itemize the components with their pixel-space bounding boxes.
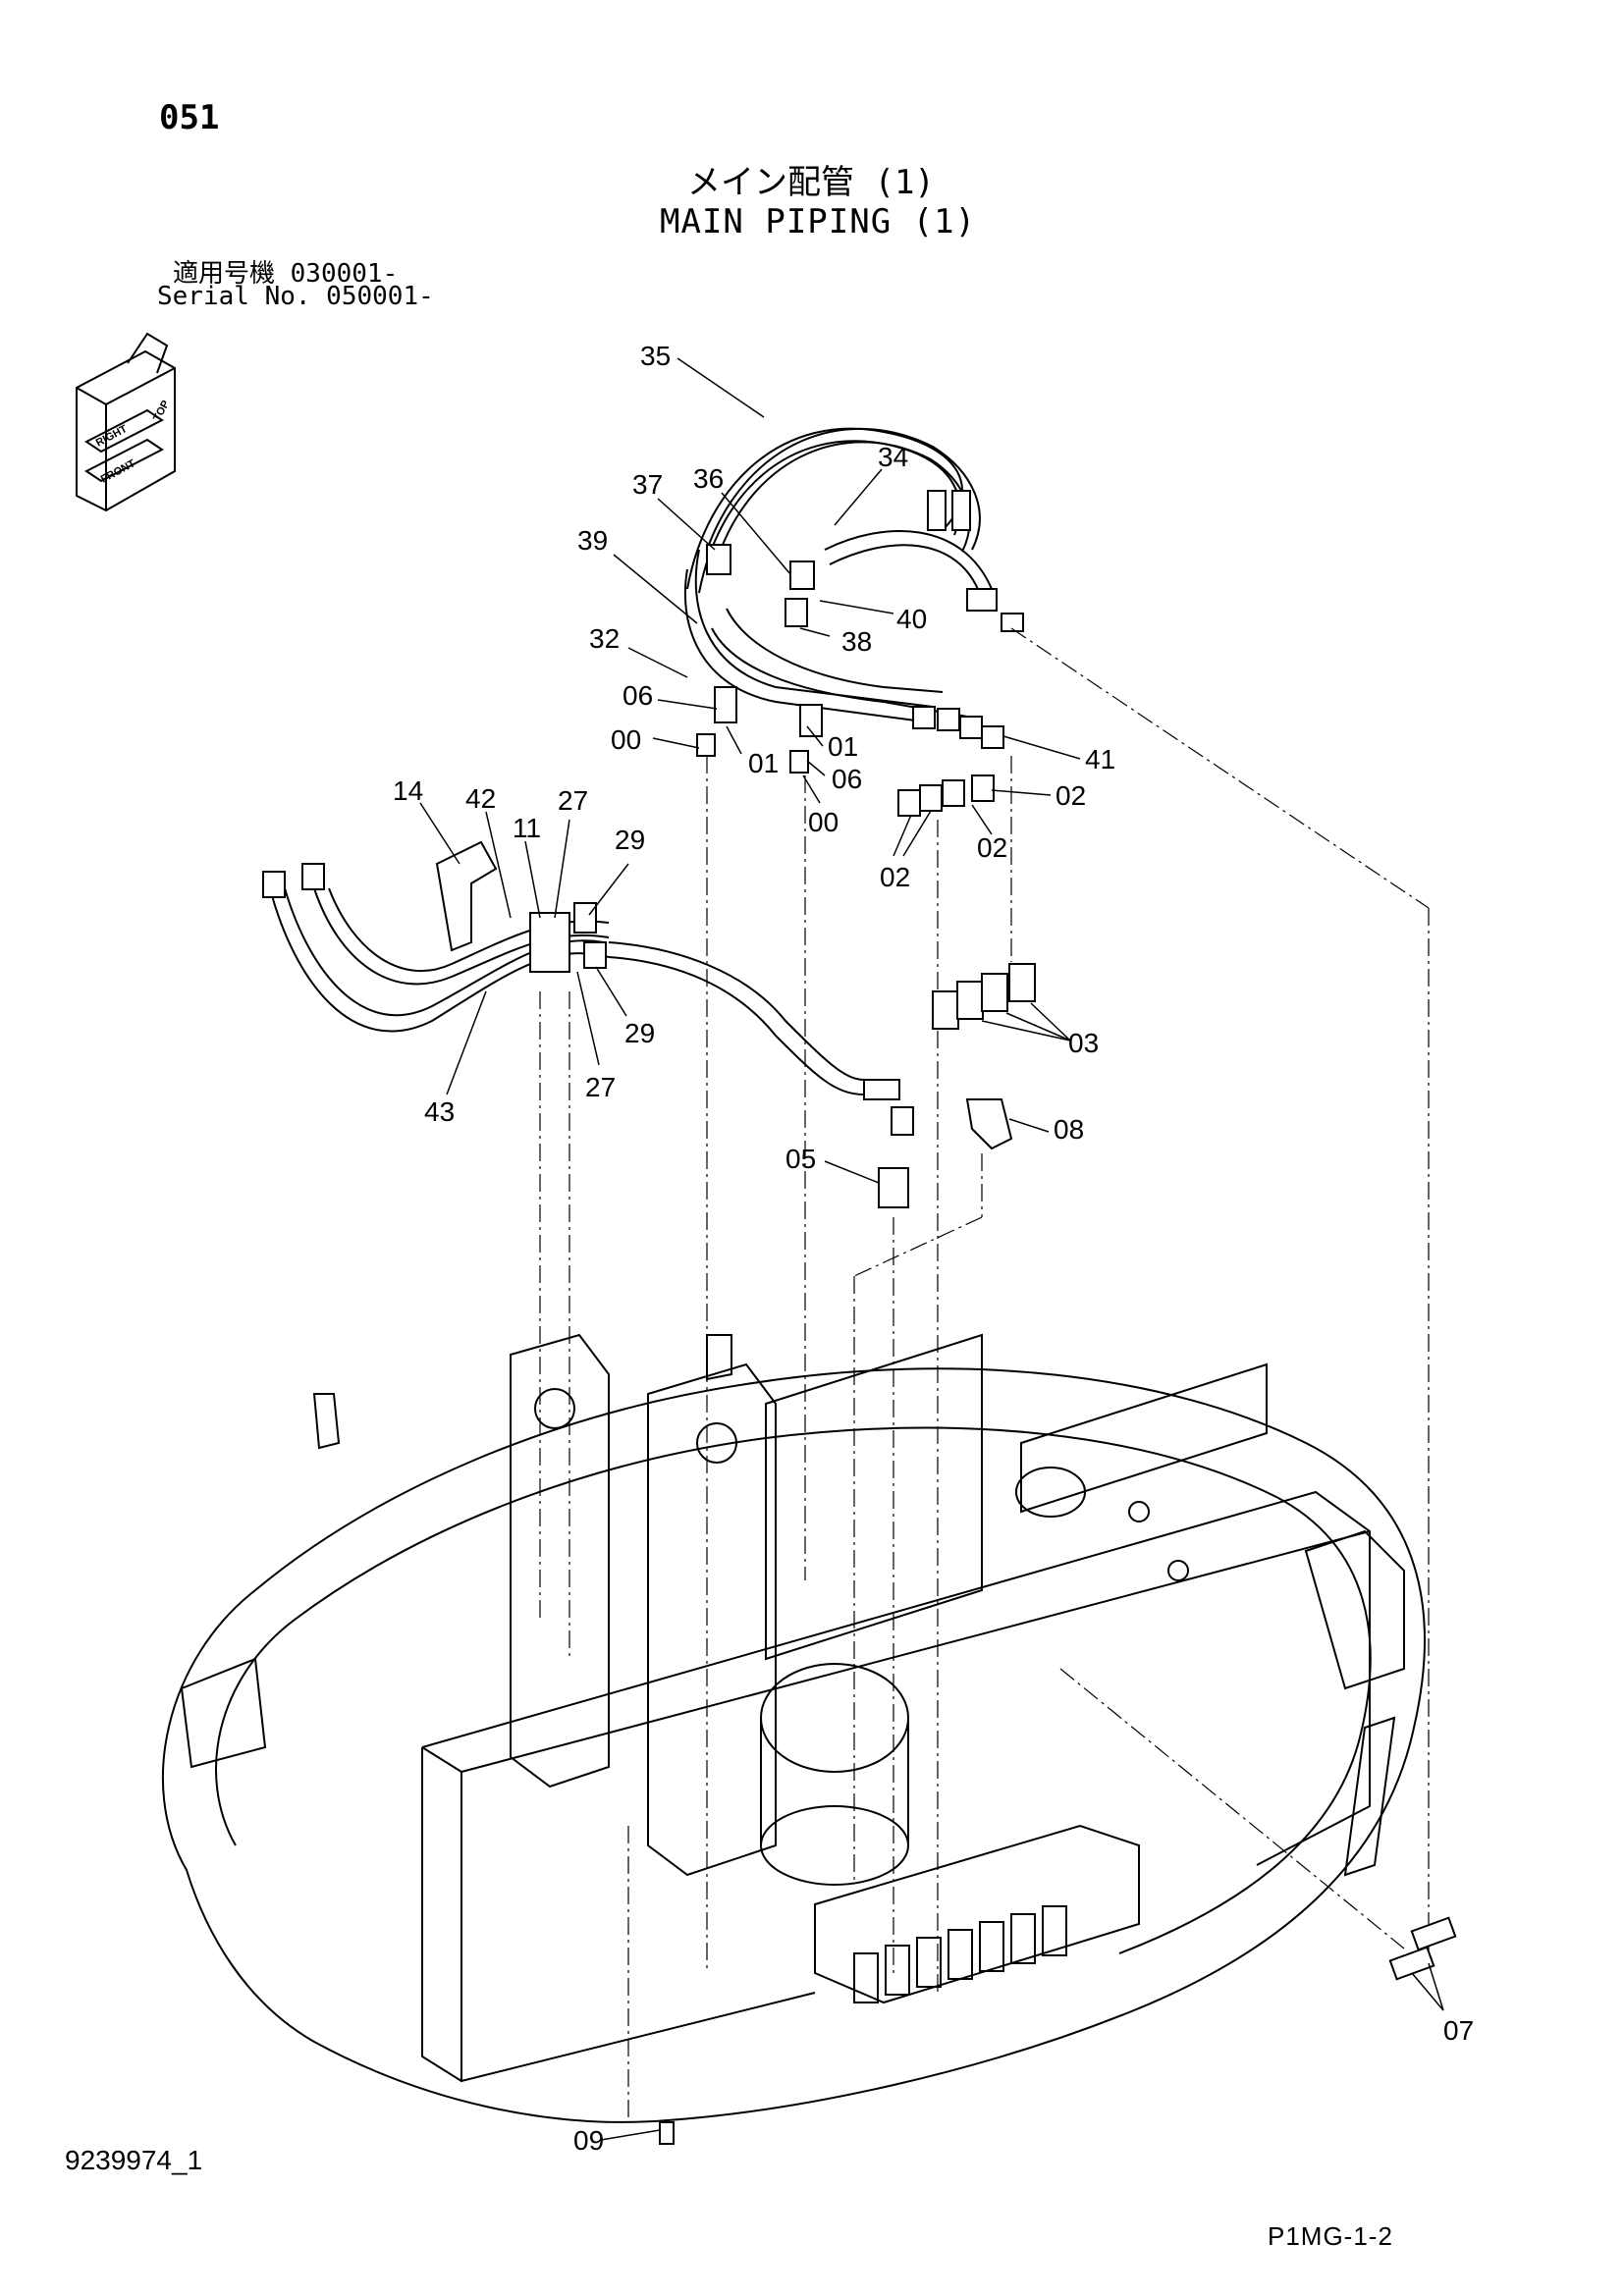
callout-43: 43 — [424, 1096, 455, 1127]
title-english: MAIN PIPING (1) — [660, 202, 977, 241]
serial-range-japanese: 適用号機 030001- — [173, 259, 399, 289]
elbow-fitting-08 — [965, 1098, 1013, 1150]
callout-leader-lines — [419, 357, 1444, 2141]
serial-range-english: Serial No. 050001- — [157, 282, 434, 311]
control-valve-spools — [853, 1905, 1067, 2003]
callout-01-left: 01 — [748, 748, 779, 778]
title-japanese: メイン配管 (1) — [687, 163, 935, 202]
callout-27-bottom: 27 — [585, 1072, 616, 1102]
lower-hose-assembly — [262, 840, 914, 1136]
callout-40: 40 — [896, 604, 927, 634]
callout-00-left: 00 — [611, 724, 641, 755]
callout-02-b: 02 — [977, 832, 1007, 863]
upper-frame-drawing — [161, 1333, 1426, 2123]
callout-32: 32 — [589, 623, 620, 654]
page-number: 051 — [159, 98, 220, 137]
callout-37: 37 — [632, 469, 663, 500]
callout-14: 14 — [393, 775, 423, 806]
fitting-pair-07 — [1388, 1916, 1457, 1981]
callout-08: 08 — [1054, 1114, 1084, 1145]
callout-09: 09 — [573, 2125, 604, 2156]
fitting-05 — [878, 1167, 909, 1208]
manifold-hose-group — [683, 544, 1004, 817]
callout-41: 41 — [1085, 744, 1115, 774]
callout-29-bottom: 29 — [624, 1018, 655, 1048]
callout-38: 38 — [841, 626, 872, 657]
callout-06-right: 06 — [832, 764, 862, 794]
callout-39: 39 — [577, 525, 608, 556]
callout-02-c: 02 — [880, 862, 910, 892]
callout-00-right: 00 — [808, 807, 839, 837]
orientation-cube-icon: TOP RIGHT FRONT — [76, 332, 176, 512]
callout-03: 03 — [1068, 1028, 1099, 1058]
callout-labels: 35 34 37 36 39 40 38 32 06 00 01 01 06 0… — [393, 341, 1474, 2156]
callout-11: 11 — [513, 813, 541, 843]
orientation-label-top: TOP — [151, 399, 172, 423]
callout-02-a: 02 — [1056, 780, 1086, 811]
callout-36: 36 — [693, 463, 724, 494]
callout-35: 35 — [640, 341, 671, 371]
callout-34: 34 — [878, 442, 908, 472]
sheet-code: P1MG-1-2 — [1268, 2221, 1393, 2251]
callout-07: 07 — [1443, 2015, 1474, 2046]
fitting-group-03 — [932, 963, 1036, 1030]
assembly-phantom-lines — [539, 627, 1430, 2120]
drawing-number: 9239974_1 — [65, 2145, 203, 2175]
callout-06-left: 06 — [623, 680, 653, 711]
callout-29-top: 29 — [615, 825, 645, 855]
callout-42: 42 — [465, 783, 496, 814]
callout-27-top: 27 — [558, 785, 588, 816]
callout-01-right: 01 — [828, 731, 858, 762]
bolt-09 — [659, 2121, 675, 2145]
upper-hose-assembly — [686, 427, 1024, 632]
callout-05: 05 — [785, 1144, 816, 1174]
